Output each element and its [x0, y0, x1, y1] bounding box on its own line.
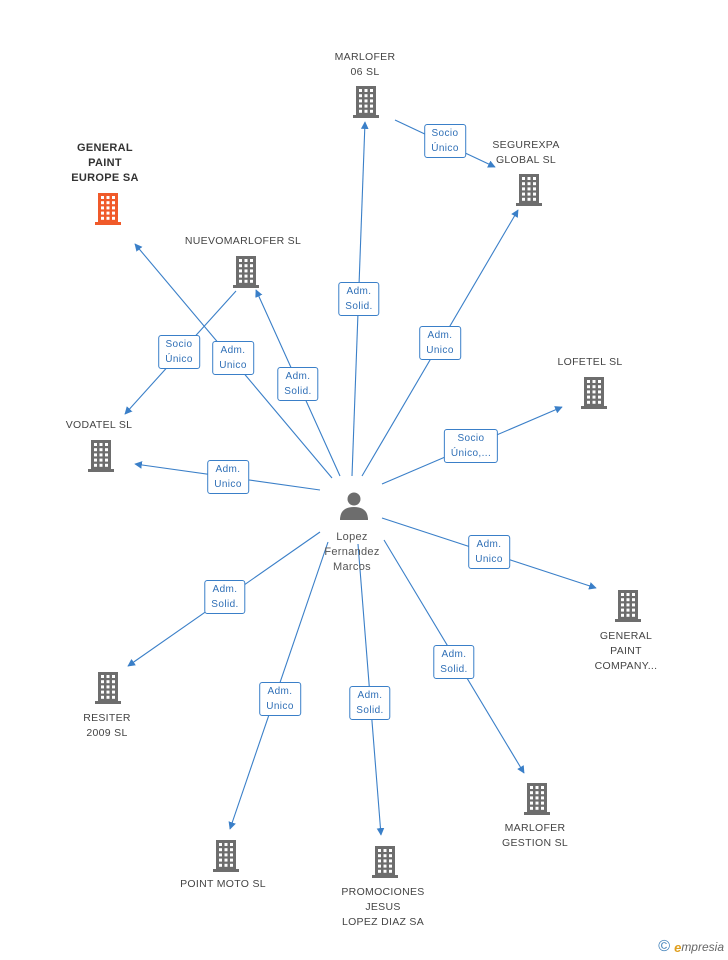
company-label-promociones: PROMOCIONES JESUS LOPEZ DIAZ SA	[341, 886, 425, 928]
relation-label-r10[interactable]: Adm. Unico	[259, 682, 301, 716]
building-icon-nuevomarlofer[interactable]	[233, 256, 259, 288]
relation-label-r11[interactable]: Adm. Solid.	[349, 686, 391, 720]
building-icon-vodatel[interactable]	[88, 440, 114, 472]
edges-layer	[124, 119, 597, 836]
relation-label-r4[interactable]: Adm. Solid.	[277, 367, 319, 401]
company-label-gpcompany: GENERAL PAINT COMPANY...	[594, 630, 658, 672]
relation-label-r6[interactable]: Adm. Unico	[207, 460, 249, 494]
building-icon-marlofer06[interactable]	[353, 86, 379, 118]
building-icon-lofetel[interactable]	[581, 377, 607, 409]
company-label-segurexpa: SEGUREXPA GLOBAL SL	[492, 139, 560, 166]
relation-label-r2[interactable]: Adm. Unico	[419, 326, 461, 360]
company-label-generalpaint: GENERAL PAINT EUROPE SA	[71, 142, 139, 184]
company-label-resiter: RESITER 2009 SL	[83, 712, 131, 739]
building-icon-promociones[interactable]	[372, 846, 398, 878]
company-label-lofetel: LOFETEL SL	[557, 356, 623, 368]
company-label-marlofer06: MARLOFER 06 SL	[334, 51, 396, 78]
company-label-vodatel: VODATEL SL	[65, 419, 133, 431]
relation-label-r1[interactable]: Adm. Solid.	[338, 282, 380, 316]
company-label-pointmoto: POINT MOTO SL	[180, 878, 266, 890]
relation-label-r8[interactable]: Adm. Solid.	[204, 580, 246, 614]
building-icon-gpcompany[interactable]	[615, 590, 641, 622]
person-label: Lopez Fernandez Marcos	[324, 531, 380, 573]
relation-label-r5[interactable]: Socio Único,...	[443, 429, 499, 463]
relation-label-r13[interactable]: Socio Único	[424, 124, 466, 158]
building-icon-marlofergest[interactable]	[524, 783, 550, 815]
relation-label-r3[interactable]: Adm. Unico	[212, 341, 254, 375]
brand-name: mpresia	[681, 940, 724, 954]
building-icon-resiter[interactable]	[95, 672, 121, 704]
relation-label-r7[interactable]: Adm. Unico	[468, 535, 510, 569]
nodes-layer	[88, 86, 641, 878]
brand-initial: e	[674, 939, 682, 955]
relation-label-r9[interactable]: Adm. Solid.	[433, 645, 475, 679]
building-icon-pointmoto[interactable]	[213, 840, 239, 872]
copyright-icon: ©	[658, 938, 671, 955]
company-label-marlofergest: MARLOFER GESTION SL	[501, 822, 569, 849]
building-icon-segurexpa[interactable]	[516, 174, 542, 206]
person-icon[interactable]	[340, 492, 368, 521]
company-label-nuevomarlofer: NUEVOMARLOFER SL	[184, 235, 302, 247]
building-icon-generalpaint[interactable]	[95, 193, 121, 225]
relation-label-r12[interactable]: Socio Único	[158, 335, 200, 369]
